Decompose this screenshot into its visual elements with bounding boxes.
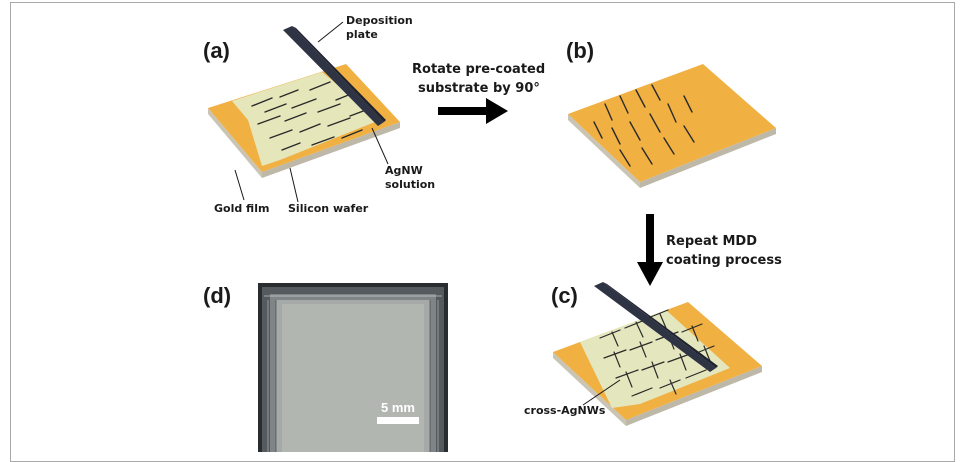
panel-a-substrate (208, 22, 400, 202)
label-rotate-line2: substrate by 90° (418, 79, 540, 99)
arrow-right (438, 98, 508, 124)
panel-label-c: (c) (551, 283, 578, 309)
label-rotate-line1: Rotate pre-coated (412, 60, 545, 80)
label-cross-agnws: cross-AgNWs (524, 404, 605, 418)
scale-bar (377, 417, 419, 424)
gold-film-top-b (568, 64, 776, 182)
label-gold-film: Gold film (214, 202, 269, 216)
label-repeat-line1: Repeat MDD (666, 232, 757, 252)
label-deposition-plate-line1: Deposition (346, 14, 413, 28)
scale-bar-label: 5 mm (381, 400, 415, 415)
panel-b-substrate (568, 64, 776, 188)
panel-d-photo (258, 283, 448, 452)
arrow-down (637, 214, 663, 286)
label-silicon-wafer: Silicon wafer (288, 202, 368, 216)
panel-label-a: (a) (203, 38, 230, 64)
label-deposition-plate-line2: plate (346, 28, 378, 42)
panel-label-d: (d) (203, 283, 231, 309)
label-agnw-solution-line1: AgNW (385, 164, 423, 178)
label-agnw-solution-line2: solution (385, 178, 435, 192)
panel-label-b: (b) (566, 38, 594, 64)
label-repeat-line2: coating process (666, 251, 782, 271)
